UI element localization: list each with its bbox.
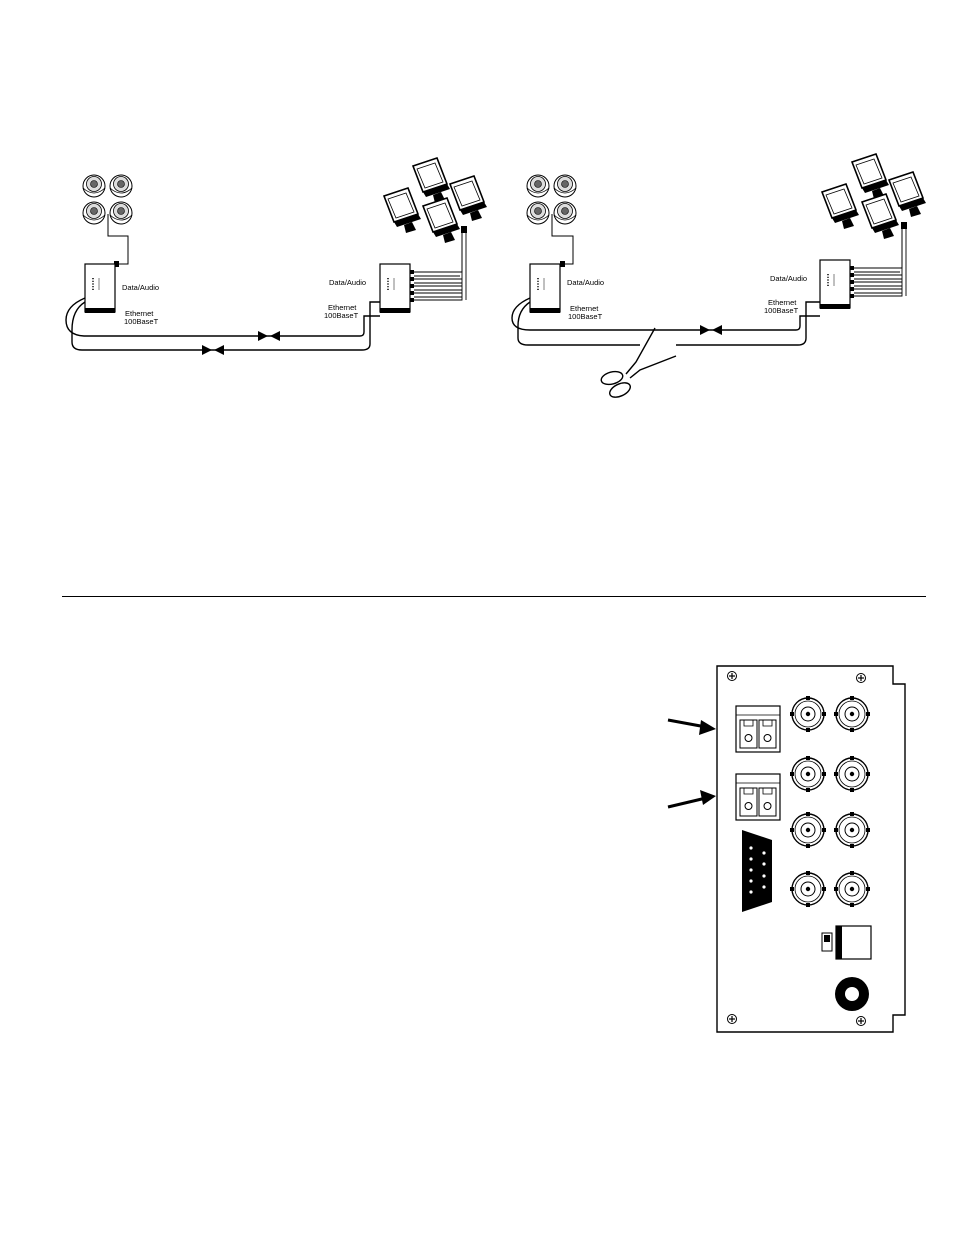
dip-switch	[822, 933, 832, 951]
data-audio-label-right: Data/Audio	[329, 278, 366, 287]
pointer-arrow-icon	[668, 720, 716, 735]
speed-label-left: 100BaseT	[568, 312, 603, 321]
connector-pair	[202, 331, 280, 355]
left-system-diagram: Data/Audio Ethernet 100BaseT	[66, 158, 487, 355]
db9-serial-connector	[742, 830, 772, 912]
monitor-icon	[822, 154, 926, 239]
pointer-arrow-icon	[668, 790, 716, 807]
speed-label-right: 100BaseT	[764, 306, 799, 315]
transmitter-unit	[85, 264, 115, 313]
grommet	[835, 977, 869, 1011]
data-audio-label-left: Data/Audio	[122, 283, 159, 292]
data-audio-label-right: Data/Audio	[770, 274, 807, 283]
power-connector-block	[836, 926, 871, 959]
speed-label-right: 100BaseT	[324, 311, 359, 320]
right-system-diagram: Data/Audio Ethernet 100BaseT	[512, 154, 926, 400]
scissors-icon	[600, 328, 676, 400]
fiber-port-lower	[736, 774, 780, 820]
receiver-unit	[820, 222, 907, 309]
speed-label-left: 100BaseT	[124, 317, 159, 326]
rear-panel-drawing	[668, 666, 905, 1032]
section-divider	[62, 596, 926, 597]
data-audio-label-left: Data/Audio	[567, 278, 604, 287]
transmitter-unit	[530, 264, 560, 313]
fiber-port-upper	[736, 706, 780, 752]
monitor-icon	[384, 158, 487, 243]
